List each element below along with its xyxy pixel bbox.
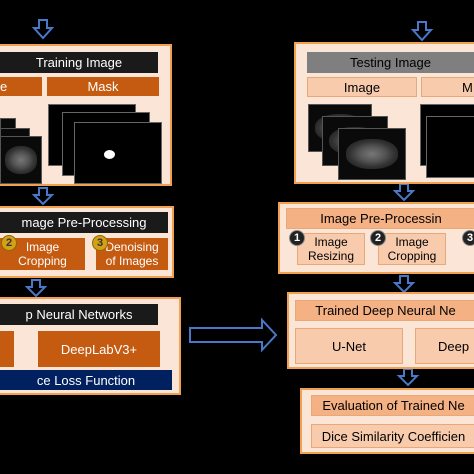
step-label: Image [25, 239, 60, 254]
right-preproc-title: Image Pre-Processin [286, 208, 474, 229]
training-mask-slice [74, 122, 162, 184]
step-label: Image [314, 234, 348, 249]
training-image-label: e [0, 77, 42, 96]
testing-image-slice [338, 128, 406, 180]
step-number-badge: 2 [370, 230, 386, 246]
left-step-cropping: Image Cropping [0, 238, 85, 270]
right-trained-title: Trained Deep Neural Ne [295, 300, 474, 321]
mask-region [104, 150, 115, 159]
testing-mask-slice [426, 116, 474, 178]
arrow-down-icon [31, 19, 55, 40]
arrow-down-icon [396, 368, 420, 387]
testing-title: Testing Image [307, 52, 474, 73]
arrow-down-icon [410, 21, 434, 42]
training-mask-label: Mask [47, 77, 159, 96]
step-label: Image [395, 234, 429, 249]
right-model-deeplab: Deep [415, 328, 474, 364]
right-model-unet: U-Net [295, 328, 403, 364]
left-step-denoising: Denoising of Images [96, 238, 168, 270]
training-image-slice [0, 136, 42, 184]
step-label: Cropping [18, 254, 67, 268]
step-number-badge: 1 [289, 230, 305, 246]
left-model-deeplab: DeepLabV3+ [38, 331, 160, 367]
right-dice-coefficient: Dice Similarity Coefficien [311, 424, 474, 448]
arrow-down-icon [392, 183, 416, 202]
testing-image-label: Image [307, 77, 417, 97]
step-number-badge: 3 [92, 235, 108, 251]
arrow-down-icon [392, 275, 416, 294]
left-preproc-title: mage Pre-Processing [0, 212, 168, 233]
step-label: Resizing [307, 249, 355, 263]
step-number-badge: 3 [462, 230, 474, 246]
left-model-1 [0, 331, 14, 367]
training-title: Training Image [0, 52, 158, 73]
right-step-resizing: Image Resizing [297, 233, 365, 265]
step-label: of Images [105, 254, 159, 268]
arrow-right-icon [189, 317, 278, 353]
right-step-cropping: Image Cropping [378, 233, 446, 265]
step-number-badge: 2 [1, 235, 17, 251]
left-dnn-title: p Neural Networks [0, 304, 158, 325]
arrow-down-icon [24, 279, 48, 298]
left-loss-function: ce Loss Function [0, 370, 172, 390]
step-label: Denoising [105, 239, 159, 254]
right-eval-title: Evaluation of Trained Ne [311, 395, 474, 416]
arrow-down-icon [31, 187, 55, 206]
step-label: Cropping [387, 249, 437, 263]
testing-mask-label: M [421, 77, 474, 97]
